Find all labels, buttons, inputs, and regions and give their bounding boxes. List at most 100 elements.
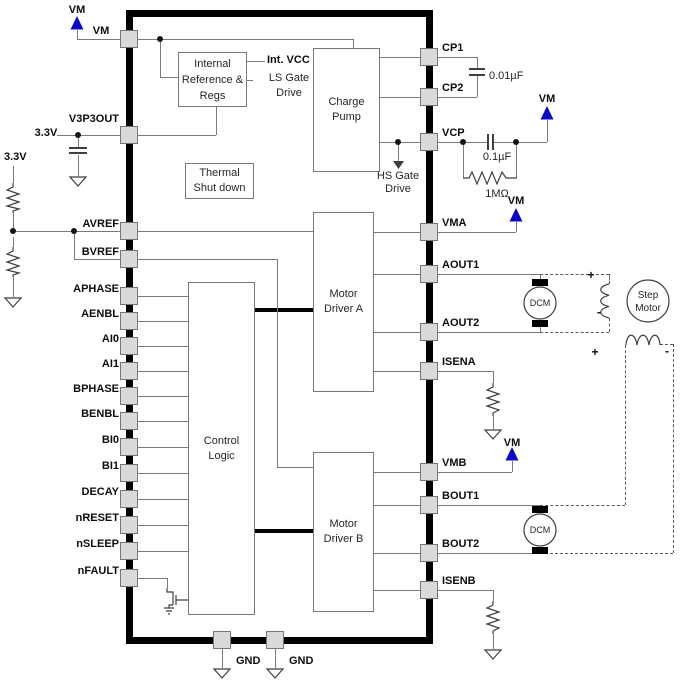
- label-vcp-capacitor: 0.1µF: [482, 151, 512, 163]
- pin-avref: [120, 222, 138, 240]
- ground-icon: [483, 429, 503, 440]
- block-internal-reference: Internal Reference & Regs: [178, 52, 247, 107]
- wire: [378, 97, 420, 98]
- dc-motor-b-icon: DCM: [523, 513, 557, 547]
- resistor-icon-isena: [485, 383, 501, 416]
- wire: [438, 57, 477, 58]
- step-motor-label: Motor: [635, 303, 661, 314]
- wire: [138, 371, 188, 372]
- wire: [138, 259, 277, 260]
- wire: [372, 505, 420, 506]
- dashed-wire: [540, 553, 673, 554]
- wire: [438, 142, 463, 143]
- wire: [275, 649, 276, 668]
- wire: [463, 142, 464, 178]
- pin-label-bout1: BOUT1: [442, 490, 480, 502]
- wire: [516, 142, 547, 143]
- dashed-wire: [540, 505, 625, 506]
- wire: [138, 499, 188, 500]
- ground-icon: [68, 176, 88, 187]
- wire: [13, 237, 14, 247]
- wire: [438, 553, 540, 554]
- wire: [245, 80, 253, 81]
- wire: [438, 97, 477, 98]
- wire: [138, 525, 188, 526]
- wire: [372, 274, 420, 275]
- motor-brush: [532, 547, 548, 554]
- ground-icon: [3, 297, 23, 308]
- pin-label-decay: DECAY: [81, 486, 120, 498]
- dashed-wire: [540, 274, 609, 275]
- arrow-down-icon: [393, 161, 404, 169]
- dashed-wire: [660, 344, 673, 345]
- pin-vma: [420, 223, 438, 241]
- junction-dot: [10, 228, 16, 234]
- block-text: Internal: [194, 57, 231, 70]
- wire: [138, 321, 188, 322]
- bus-control-to-driver-b: [253, 529, 313, 533]
- resistor-icon-isenb: [485, 601, 501, 634]
- wire: [438, 590, 493, 591]
- wire: [277, 467, 313, 468]
- wire: [138, 296, 188, 297]
- pin-decay: [120, 490, 138, 508]
- wire: [493, 590, 494, 601]
- pin-v3p3out: [120, 126, 138, 144]
- pin-label-cp2: CP2: [442, 82, 464, 94]
- wire: [138, 578, 167, 579]
- block-text: Regs: [199, 89, 226, 102]
- wire: [493, 371, 494, 383]
- vm-arrow-icon: [505, 447, 519, 461]
- wire: [160, 77, 178, 78]
- vm-arrow-icon: [540, 106, 554, 120]
- pin-gnd-2: [266, 631, 284, 649]
- label-cp-capacitor: 0.01µF: [489, 70, 524, 82]
- wire: [160, 39, 161, 77]
- resistor-icon: [4, 247, 22, 277]
- pin-label-isena: ISENA: [442, 356, 476, 368]
- junction-dot: [395, 139, 401, 145]
- motor-brush: [532, 320, 548, 327]
- label-winding-b-plus: +: [591, 345, 599, 359]
- pin-vcp: [420, 133, 438, 151]
- pin-label-vcp: VCP: [442, 127, 465, 139]
- pin-label-avref: AVREF: [82, 218, 119, 230]
- dashed-wire: [609, 274, 610, 284]
- pin-bi1: [120, 464, 138, 482]
- pin-label-benbl: BENBL: [81, 408, 119, 420]
- wire: [438, 274, 540, 275]
- pin-isena: [420, 362, 438, 380]
- pin-label-cp1: CP1: [442, 42, 464, 54]
- pin-label-gnd-2: GND: [289, 655, 314, 667]
- capacitor-icon: [469, 68, 485, 70]
- block-text: Control: [203, 434, 240, 447]
- junction-dot: [157, 36, 163, 42]
- junction-dot: [460, 139, 466, 145]
- junction-dot: [71, 228, 77, 234]
- wire: [138, 551, 188, 552]
- step-motor-label: Step: [638, 290, 659, 301]
- resistor-icon: [4, 183, 22, 213]
- wire: [477, 57, 478, 68]
- pin-bphase: [120, 387, 138, 405]
- ground-icon: [265, 668, 285, 679]
- dashed-wire: [625, 345, 626, 505]
- wire: [372, 232, 420, 233]
- wire: [547, 120, 548, 142]
- wire: [13, 213, 14, 231]
- label-vm-vmb: VM: [503, 437, 521, 449]
- wire: [222, 649, 223, 668]
- wire: [138, 421, 188, 422]
- bus-control-to-driver-a: [253, 308, 313, 312]
- wire: [477, 76, 478, 97]
- block-text: Thermal: [199, 167, 240, 179]
- junction-dot: [75, 132, 81, 138]
- wire: [74, 231, 75, 259]
- pin-nfault: [120, 569, 138, 587]
- pin-label-ai1: AI1: [101, 358, 119, 370]
- pin-label-bi0: BI0: [101, 434, 119, 446]
- capacitor-icon: [469, 74, 485, 76]
- pin-label-gnd-1: GND: [236, 655, 261, 667]
- pin-vm: [120, 30, 138, 48]
- label-ls-drive: Drive: [276, 87, 302, 99]
